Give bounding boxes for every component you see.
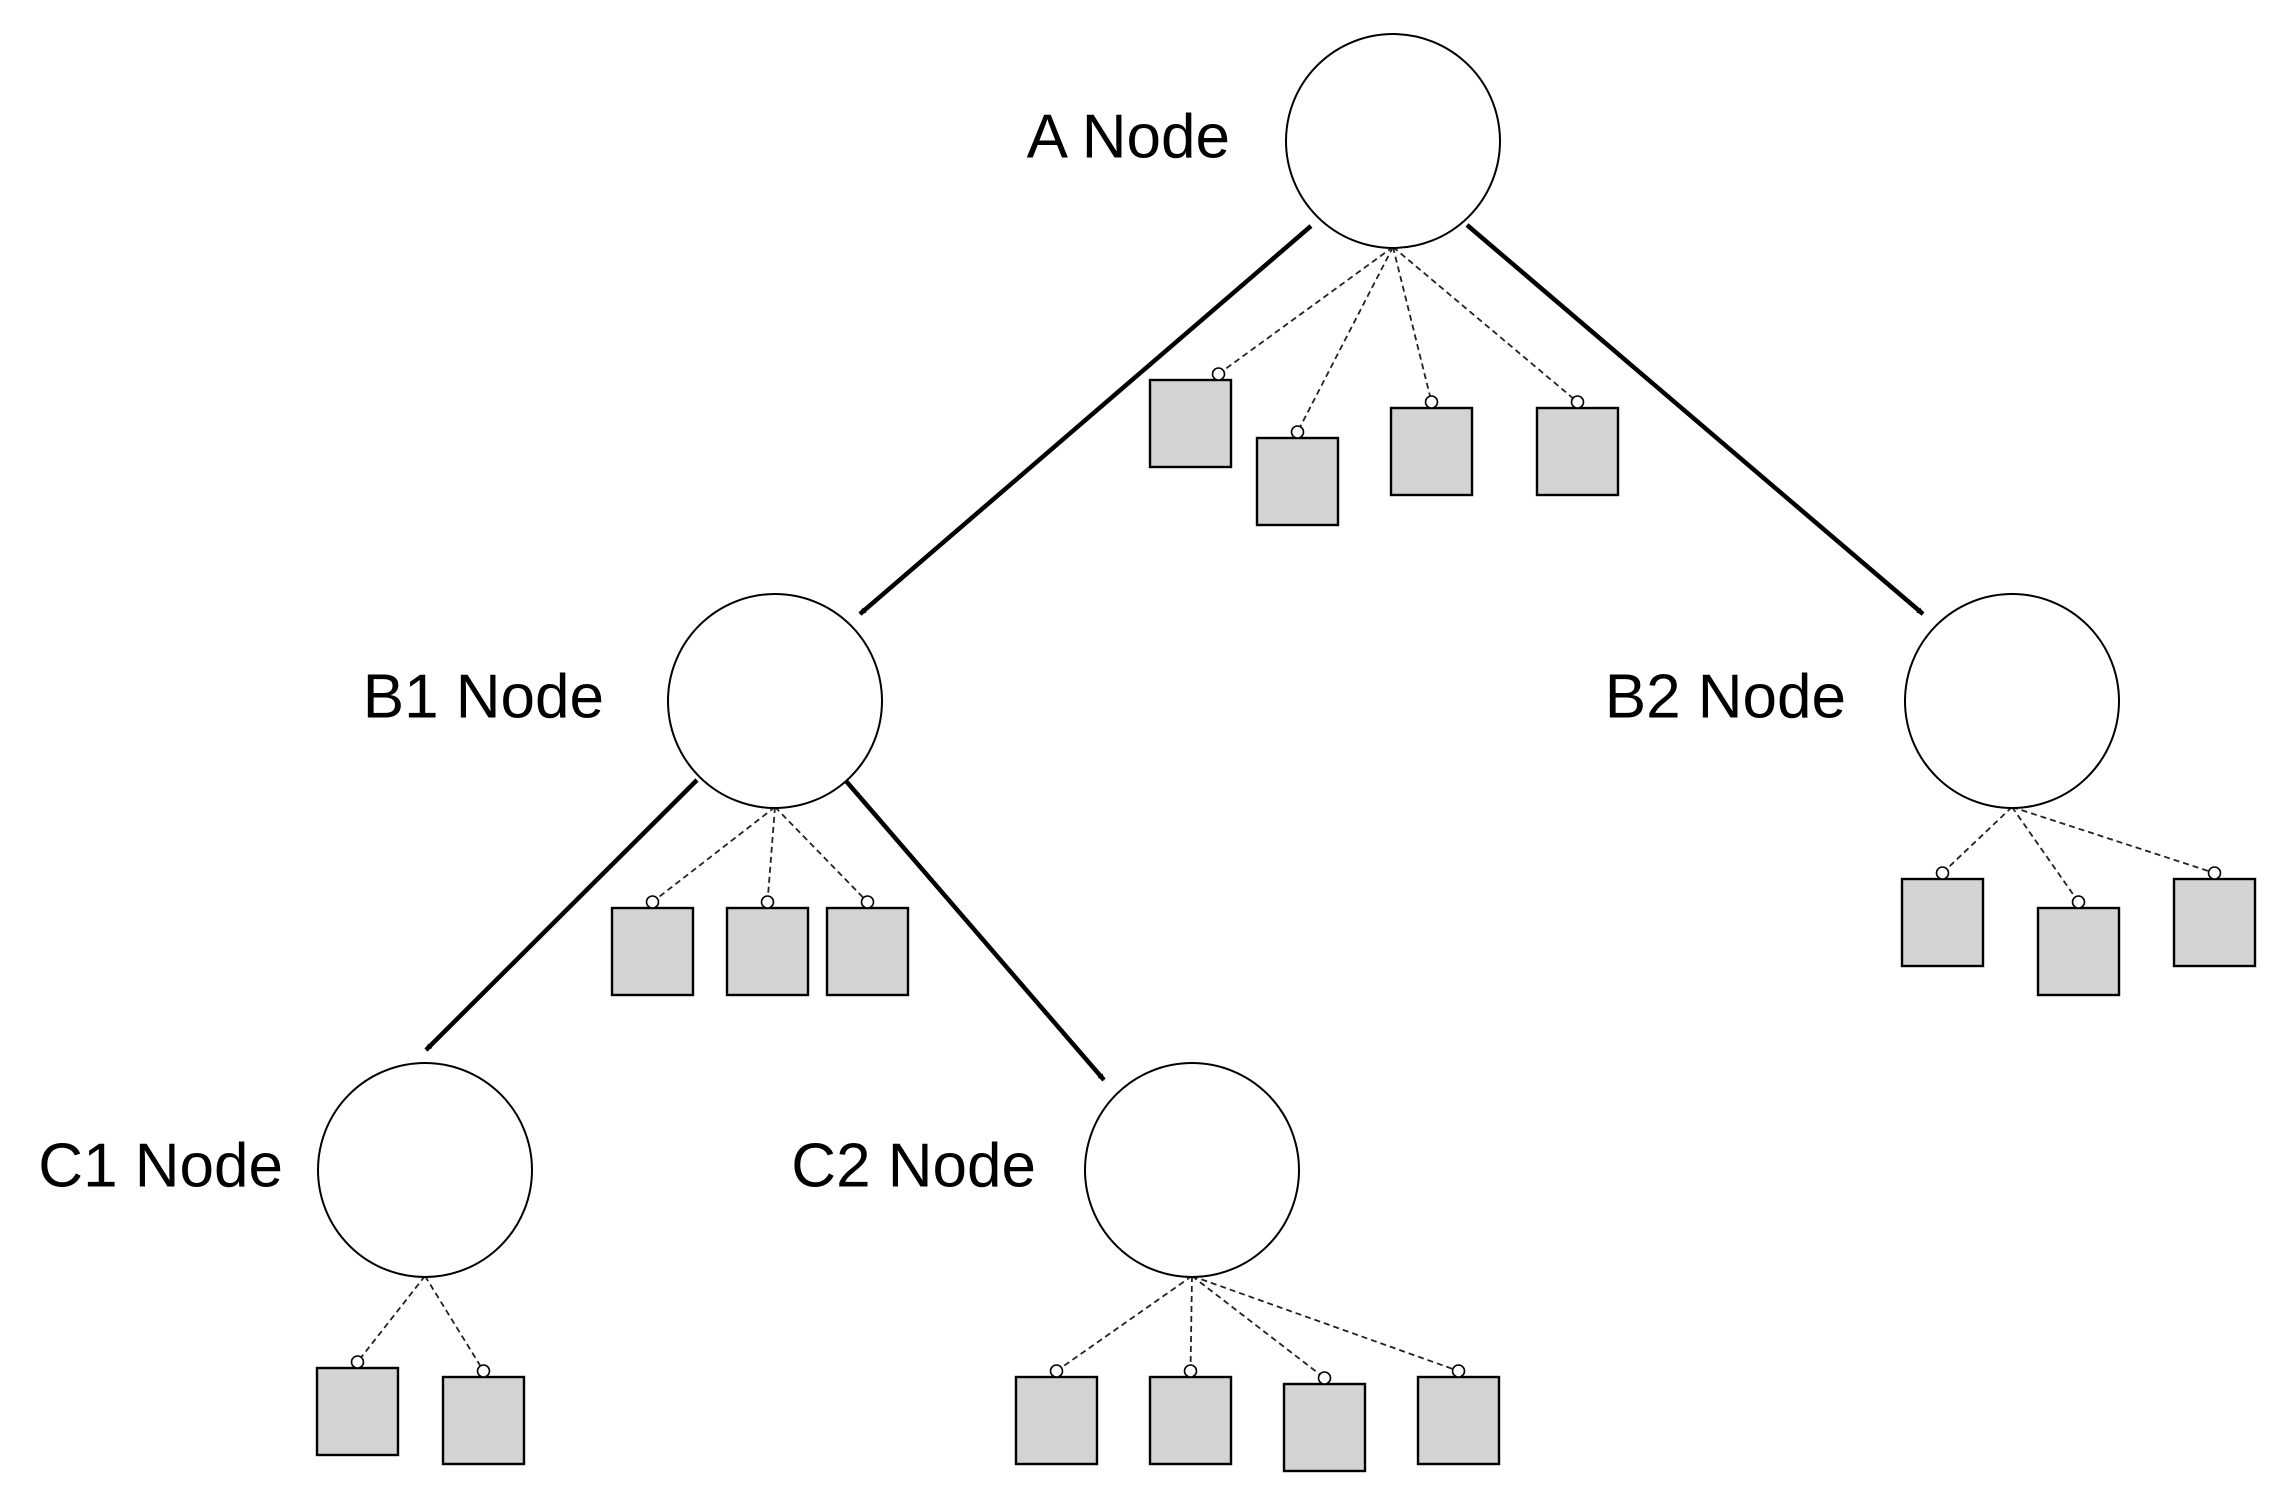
leaf-box: [610, 906, 695, 997]
leaf-box: [1900, 877, 1985, 968]
attachment-knob: [1570, 395, 1585, 409]
node-c1: C1 Node: [38, 1062, 533, 1278]
attachment-knob: [1211, 367, 1226, 381]
attachment-knob: [1424, 395, 1439, 409]
node-a: A Node: [1027, 33, 1501, 249]
leaf-box: [2036, 906, 2121, 997]
attachment-knob: [350, 1355, 365, 1369]
attachment-a-4: [1392, 246, 1620, 497]
attachment-dashed-line: [774, 806, 869, 903]
attachment-dashed-line: [1392, 246, 1433, 403]
leaf-box: [1255, 436, 1340, 527]
leaf-box: [441, 1375, 526, 1466]
attachment-knob: [1451, 1364, 1466, 1378]
node-b1-label: B1 Node: [363, 662, 604, 731]
attachment-knob: [860, 895, 875, 909]
node-c1-circle: [317, 1062, 533, 1278]
edge-a-to-b2-arrow: [1465, 223, 1925, 616]
attachment-b2-3: [2011, 806, 2257, 968]
leaf-box: [1535, 406, 1620, 497]
attachment-dashed-line: [1191, 1275, 1326, 1379]
attachment-c2-4: [1191, 1275, 1501, 1466]
node-b2-label: B2 Node: [1605, 662, 1846, 731]
leaf-box: [1148, 378, 1233, 469]
node-b2-circle: [1904, 593, 2120, 809]
attachment-c2-3: [1191, 1275, 1367, 1473]
attachment-dashed-line: [2011, 806, 2080, 903]
edge-b1-to-c2-arrow: [844, 779, 1106, 1082]
node-b1-circle: [667, 593, 883, 809]
leaf-box: [825, 906, 910, 997]
node-b2: B2 Node: [1605, 593, 2120, 809]
node-a-label: A Node: [1027, 102, 1230, 171]
attachment-c2-2: [1148, 1275, 1233, 1466]
leaf-box: [1014, 1375, 1099, 1466]
attachment-knob: [476, 1364, 491, 1378]
attachment-knob: [1183, 1364, 1198, 1378]
attachment-c1-1: [315, 1275, 426, 1457]
node-c2-label: C2 Node: [791, 1131, 1036, 1200]
attachment-knob: [1290, 425, 1305, 439]
attachments-layer: [315, 246, 2257, 1473]
attachment-knob: [1049, 1364, 1064, 1378]
node-c2: C2 Node: [791, 1062, 1300, 1278]
attachment-dashed-line: [1941, 806, 2013, 874]
attachment-b2-1: [1900, 806, 2013, 968]
node-c2-circle: [1084, 1062, 1300, 1278]
attachment-dashed-line: [1296, 246, 1394, 433]
leaf-box: [2172, 877, 2257, 968]
attachment-knob: [2071, 895, 2086, 909]
leaf-box: [1148, 1375, 1233, 1466]
edge-a-to-b1-arrow: [858, 224, 1313, 616]
attachment-b1-3: [774, 806, 910, 997]
leaf-box: [1389, 406, 1474, 497]
leaf-box: [1282, 1382, 1367, 1473]
attachment-dashed-line: [424, 1275, 485, 1372]
node-b1: B1 Node: [363, 593, 883, 809]
edge-b1-to-c1-arrow: [424, 778, 699, 1052]
node-c1-label: C1 Node: [38, 1131, 283, 1200]
attachment-dashed-line: [1189, 1275, 1193, 1372]
node-a-circle: [1285, 33, 1501, 249]
attachment-knob: [2207, 866, 2222, 880]
attachment-knob: [760, 895, 775, 909]
attachment-a-3: [1389, 246, 1474, 497]
nodes-layer: A Node B1 Node B2 Node C1 Node C2 Node: [38, 33, 2120, 1278]
attachment-knob: [645, 895, 660, 909]
attachment-dashed-line: [1191, 1275, 1459, 1372]
attachment-dashed-line: [1392, 246, 1579, 403]
attachment-c1-2: [424, 1275, 526, 1466]
edges-layer: [424, 223, 1925, 1082]
leaf-box: [725, 906, 810, 997]
attachment-dashed-line: [651, 806, 776, 903]
attachment-c2-1: [1014, 1275, 1193, 1466]
attachment-dashed-line: [1055, 1275, 1193, 1372]
attachment-b1-1: [610, 806, 776, 997]
attachment-knob: [1317, 1371, 1332, 1385]
attachment-dashed-line: [356, 1275, 426, 1363]
attachment-b1-2: [725, 806, 810, 997]
attachment-a-1: [1148, 246, 1394, 469]
leaf-box: [315, 1366, 400, 1457]
attachment-knob: [1935, 866, 1950, 880]
attachment-dashed-line: [2011, 806, 2215, 874]
attachment-a-2: [1255, 246, 1394, 527]
attachment-b2-2: [2011, 806, 2121, 997]
attachment-dashed-line: [766, 806, 776, 903]
leaf-box: [1416, 1375, 1501, 1466]
attachment-dashed-line: [1217, 246, 1394, 375]
